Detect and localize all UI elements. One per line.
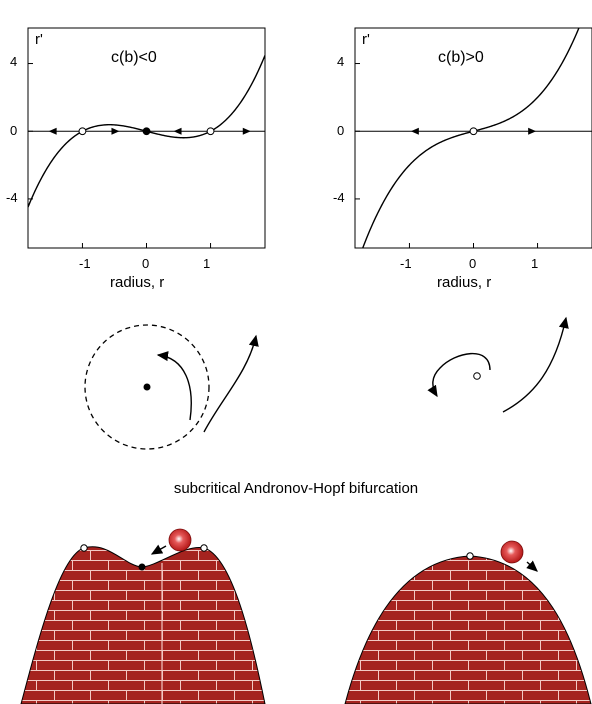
unstable-equilibrium	[474, 373, 481, 380]
x-tick-label: 1	[531, 256, 538, 271]
flow-arrow-right	[528, 128, 536, 135]
x-tick-label: -1	[400, 256, 412, 271]
ball-motion-arrow	[152, 546, 166, 554]
brick-hill-right	[345, 556, 591, 704]
plot-area	[28, 55, 265, 248]
condition-label: c(b)>0	[438, 49, 484, 66]
unstable-peak-point	[81, 545, 87, 551]
y-axis-label: r'	[362, 31, 370, 48]
flow-arrow-right	[243, 128, 251, 135]
stable-equilibrium-point	[143, 128, 150, 135]
outward-spiral-arrow	[433, 354, 490, 396]
y-tick-label: -4	[6, 190, 18, 205]
landscape-right	[345, 541, 591, 704]
y-tick-label: 0	[337, 123, 344, 138]
x-tick-label: 0	[469, 256, 476, 271]
x-tick-label: 0	[142, 256, 149, 271]
flow-arrow-left	[174, 128, 182, 135]
chart-right-supercritical: r' c(b)>0 4 0 -4 -1 0 1 radius, r	[333, 0, 592, 291]
flow-arrow-right	[111, 128, 119, 135]
flow-arrow-left	[49, 128, 57, 135]
unstable-peak-point	[201, 545, 207, 551]
ball	[169, 529, 191, 551]
y-tick-label: 4	[10, 54, 17, 69]
figure-caption: subcritical Andronov-Hopf bifurcation	[174, 480, 418, 497]
chart-left-subcritical: r' c(b)<0 4 0 -4 -1 0 1 radius, r	[6, 28, 265, 291]
x-axis-label: radius, r	[437, 274, 491, 291]
y-axis-label: r'	[35, 31, 43, 48]
x-tick-label: -1	[79, 256, 91, 271]
landscape-left	[21, 529, 265, 704]
flow-arrow-left	[411, 128, 419, 135]
unstable-equilibrium-point	[207, 128, 214, 135]
outward-trajectory-arrow	[204, 336, 256, 432]
y-tick-label: 4	[337, 54, 344, 69]
plot-area	[355, 0, 592, 270]
condition-label: c(b)<0	[111, 49, 157, 66]
stable-well-point	[139, 564, 146, 571]
phase-portrait-left	[85, 325, 256, 449]
inward-trajectory-arrow	[158, 355, 191, 420]
ball-motion-arrow	[527, 562, 537, 571]
phase-portrait-right	[433, 318, 566, 412]
stable-equilibrium	[144, 384, 151, 391]
unstable-equilibrium-point	[79, 128, 86, 135]
x-tick-label: 1	[203, 256, 210, 271]
y-tick-label: -4	[333, 190, 345, 205]
x-axis-label: radius, r	[110, 274, 164, 291]
y-tick-label: 0	[10, 123, 17, 138]
unstable-equilibrium-point	[470, 128, 477, 135]
unstable-peak-point	[467, 553, 473, 559]
ball	[501, 541, 523, 563]
outward-trajectory-arrow	[503, 318, 566, 412]
